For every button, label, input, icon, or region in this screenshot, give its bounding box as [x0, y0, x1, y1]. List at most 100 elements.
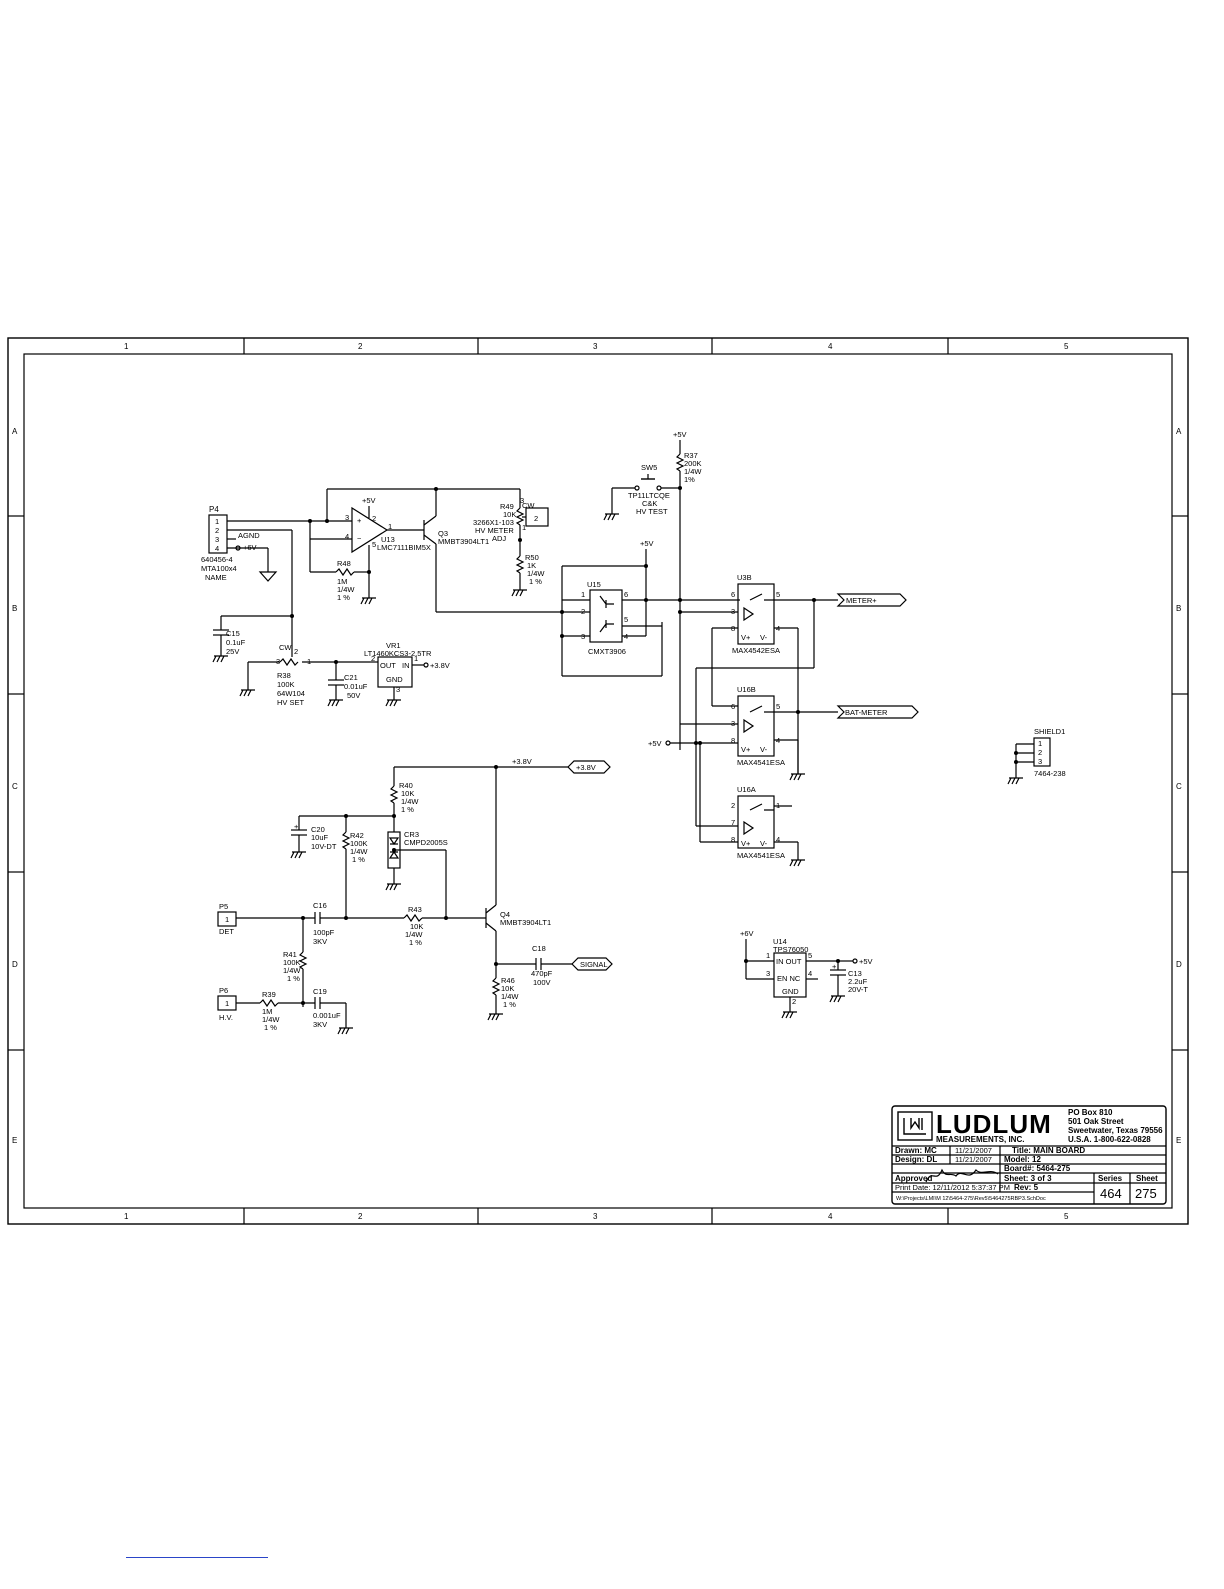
row-label: A	[1176, 427, 1182, 436]
svg-text:5: 5	[776, 590, 780, 599]
svg-text:3KV: 3KV	[313, 1020, 327, 1029]
svg-text:IN OUT: IN OUT	[776, 957, 802, 966]
svg-text:1 %: 1 %	[337, 593, 350, 602]
col-label: 4	[828, 342, 833, 351]
svg-text:1/4W: 1/4W	[405, 930, 423, 939]
svg-text:U16A: U16A	[737, 785, 756, 794]
svg-text:DET: DET	[219, 927, 234, 936]
svg-text:3: 3	[396, 685, 400, 694]
svg-text:+: +	[357, 516, 362, 525]
svg-text:3: 3	[520, 496, 524, 505]
svg-text:C20: C20	[311, 825, 325, 834]
svg-text:P4: P4	[209, 505, 219, 514]
svg-text:U13: U13	[381, 535, 395, 544]
svg-text:4: 4	[345, 532, 349, 541]
svg-text:HV SET: HV SET	[277, 698, 305, 707]
u16b-switch: U16B MAX4541ESA 6 3 8 5 4 V+ V- BAT-METE…	[648, 685, 919, 842]
net-signal: SIGNAL	[580, 960, 608, 969]
svg-text:+5V: +5V	[673, 430, 687, 439]
col-label: 4	[828, 1212, 833, 1221]
svg-text:470pF: 470pF	[531, 969, 553, 978]
svg-text:10K: 10K	[401, 789, 414, 798]
svg-text:2: 2	[294, 647, 298, 656]
svg-text:V+: V+	[741, 839, 751, 848]
net-meter: METER+	[846, 596, 877, 605]
svg-text:R46: R46	[501, 976, 515, 985]
svg-text:4: 4	[215, 544, 219, 553]
svg-text:1M: 1M	[262, 1007, 272, 1016]
svg-text:64W104: 64W104	[277, 689, 305, 698]
svg-text:Sheet: 3 of 3: Sheet: 3 of 3	[1004, 1174, 1052, 1183]
u13-opamp: + − +5V 3 4 2 1 5 U13 LMC7111BIM5X R48 1…	[308, 488, 520, 605]
svg-text:Board#: 5464-275: Board#: 5464-275	[1004, 1164, 1071, 1173]
svg-text:1 %: 1 %	[287, 974, 300, 983]
row-label: C	[1176, 782, 1182, 791]
svg-text:R42: R42	[350, 831, 364, 840]
svg-text:C15: C15	[226, 629, 240, 638]
r49-r50: 3 CW 2 1 R49 10K 3266X1-103 HV METER ADJ…	[473, 489, 549, 597]
svg-text:1/4W: 1/4W	[350, 847, 368, 856]
svg-text:V+: V+	[741, 633, 751, 642]
svg-text:1: 1	[414, 654, 418, 663]
approval-signature	[925, 1168, 999, 1183]
row-label: E	[1176, 1136, 1181, 1145]
svg-text:MMBT3904LT1: MMBT3904LT1	[500, 918, 551, 927]
svg-text:−: −	[357, 534, 362, 543]
svg-text:U16B: U16B	[737, 685, 756, 694]
svg-text:25V: 25V	[226, 647, 239, 656]
svg-text:R48: R48	[337, 559, 351, 568]
svg-text:1: 1	[225, 915, 229, 924]
svg-text:V-: V-	[760, 839, 768, 848]
svg-text:NAME: NAME	[205, 573, 227, 582]
svg-text:MTA100x4: MTA100x4	[201, 564, 237, 573]
svg-text:3: 3	[345, 513, 349, 522]
svg-text:10K: 10K	[501, 984, 514, 993]
svg-text:Approved: Approved	[895, 1174, 932, 1183]
svg-text:3266X1-103: 3266X1-103	[473, 518, 514, 527]
col-label: 1	[124, 1212, 129, 1221]
svg-text:3: 3	[215, 535, 219, 544]
col-label: 5	[1064, 1212, 1069, 1221]
svg-text:W:\Projects\LMI\M 12\5464-275\: W:\Projects\LMI\M 12\5464-275\Rev5\54642…	[896, 1196, 1046, 1202]
svg-text:1K: 1K	[527, 561, 536, 570]
row-label: B	[1176, 604, 1181, 613]
border-labels: 1 2 3 4 5 1 2 3 4 5 A B C D E A B C D E	[12, 342, 1182, 1221]
svg-text:10K: 10K	[410, 922, 423, 931]
svg-text:CR3: CR3	[404, 830, 419, 839]
svg-text:Sweetwater, Texas 79556: Sweetwater, Texas 79556	[1068, 1126, 1163, 1135]
svg-text:2: 2	[371, 654, 375, 663]
svg-text:Design: DL: Design: DL	[895, 1155, 937, 1164]
u3b-switch: U3B MAX4542ESA 6 3 8 5 4 V+ V- METER+	[678, 573, 907, 826]
svg-text:100pF: 100pF	[313, 928, 335, 937]
svg-text:1: 1	[522, 523, 526, 532]
svg-text:SW5: SW5	[641, 463, 657, 472]
svg-text:C16: C16	[313, 901, 327, 910]
svg-text:U15: U15	[587, 580, 601, 589]
svg-text:+5V: +5V	[859, 957, 873, 966]
svg-text:1: 1	[225, 999, 229, 1008]
row-label: C	[12, 782, 18, 791]
row-label: D	[12, 960, 18, 969]
svg-text:8: 8	[731, 835, 735, 844]
svg-text:1/4W: 1/4W	[501, 992, 519, 1001]
svg-text:+3.8V: +3.8V	[430, 661, 450, 670]
svg-text:C13: C13	[848, 969, 862, 978]
series-number: 464	[1100, 1186, 1122, 1201]
u14-regulator: +6V U14 TPS76050 IN OUT EN NC GND 1 3 5 …	[740, 929, 873, 1019]
svg-text:11/21/2007: 11/21/2007	[955, 1155, 992, 1164]
svg-text:10V-DT: 10V-DT	[311, 842, 337, 851]
svg-text:Model: 12: Model: 12	[1004, 1155, 1041, 1164]
svg-text:200K: 200K	[684, 459, 702, 468]
svg-text:MAX4541ESA: MAX4541ESA	[737, 758, 785, 767]
svg-text:AGND: AGND	[238, 531, 260, 540]
svg-text:1: 1	[215, 517, 219, 526]
u15-dual-transistor: +5V U15 CMXT3906 1 2 3 6 5 4	[560, 539, 740, 677]
u16a-switch: U16A MAX4541ESA 2 7 8 1 4 V+ V-	[696, 785, 805, 867]
row-label: A	[12, 427, 18, 436]
svg-text:+5V: +5V	[648, 739, 662, 748]
svg-text:8: 8	[731, 736, 735, 745]
svg-text:C19: C19	[313, 987, 327, 996]
svg-text:+: +	[294, 822, 299, 831]
svg-text:5: 5	[808, 951, 812, 960]
svg-text:1 %: 1 %	[352, 855, 365, 864]
